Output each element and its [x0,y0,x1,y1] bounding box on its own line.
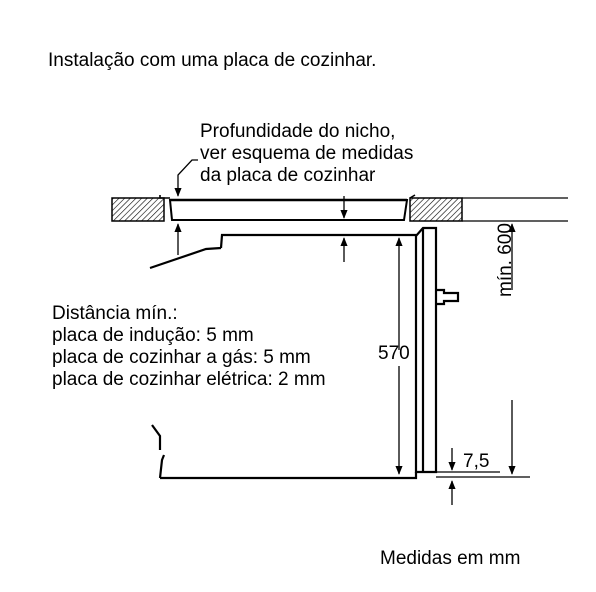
hob [159,194,416,221]
dimension-570-label: 570 [378,343,410,364]
distance-line: placa de cozinhar a gás: 5 mm [52,347,311,368]
callout-leader [174,159,198,197]
distance-line: placa de indução: 5 mm [52,325,254,346]
distance-line: placa de cozinhar elétrica: 2 mm [52,369,326,390]
dimension-7-5-label: 7,5 [463,451,490,472]
oven-body [149,226,460,480]
page-title: Instalação com uma placa de cozinhar. [48,50,377,71]
dimension-7-5-line [436,448,500,505]
worktop-left [111,197,165,222]
dimension-600-label: mín. 600 [495,223,516,297]
min-distance-note: Distância mín.: placa de indução: 5 mm p… [52,303,326,391]
floor-reference-lines [436,197,568,478]
niche-depth-callout: Profundidade do nicho, ver esquema de me… [200,121,413,187]
worktop-right [409,197,463,222]
clearance-arrows [174,196,348,262]
callout-line: Profundidade do nicho, [200,121,396,142]
distance-line: Distância mín.: [52,303,178,324]
callout-line: ver esquema de medidas [200,143,414,164]
units-note: Medidas em mm [380,548,521,569]
callout-line: da placa de cozinhar [200,165,376,186]
